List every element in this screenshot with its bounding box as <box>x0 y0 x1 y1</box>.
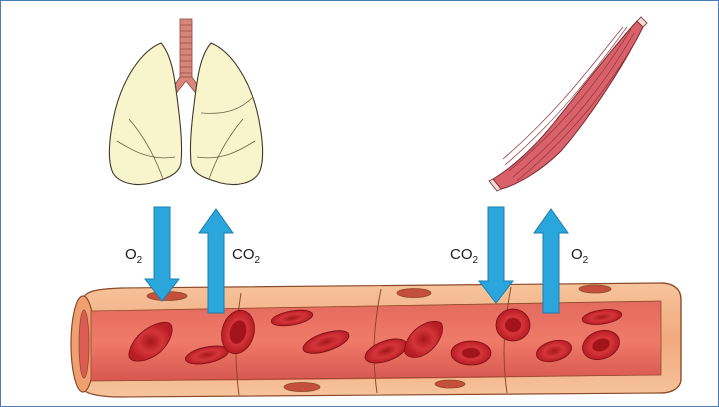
label-subscript: 2 <box>137 255 143 266</box>
left-lung <box>109 43 181 185</box>
arrow-down-o2-lungs <box>145 207 179 301</box>
label-subscript: 2 <box>255 255 261 266</box>
red-blood-cell-icon <box>496 309 530 341</box>
right-lung <box>190 43 262 185</box>
label-lung-up: CO2 <box>232 247 260 266</box>
lungs-icon <box>109 19 262 185</box>
label-base: CO <box>450 246 473 263</box>
label-muscle-down: CO2 <box>450 247 478 266</box>
label-base: O <box>125 246 137 263</box>
red-blood-cell-icon <box>451 341 491 365</box>
label-base: CO <box>232 246 255 263</box>
label-subscript: 2 <box>583 255 589 266</box>
label-base: O <box>571 246 583 263</box>
label-lung-down: O2 <box>125 247 142 266</box>
muscle-icon <box>489 17 647 191</box>
label-muscle-up: O2 <box>571 247 588 266</box>
label-subscript: 2 <box>473 255 479 266</box>
